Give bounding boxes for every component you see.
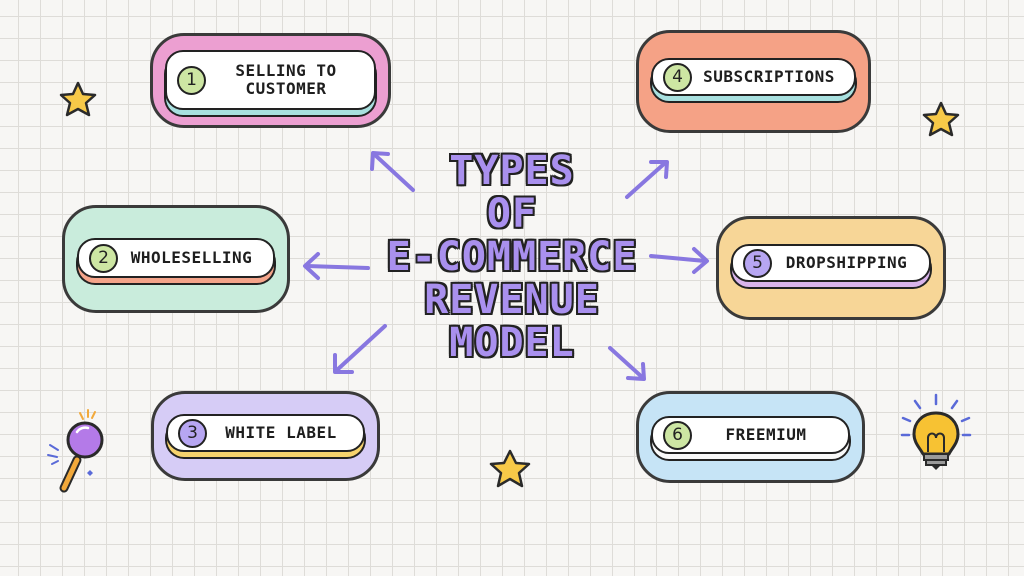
lightbulb-icon [900, 393, 972, 470]
step-number-badge: 1 [177, 65, 206, 95]
model-label-pill: 6 FREEMIUM [651, 416, 850, 454]
model-label: DROPSHIPPING [785, 253, 908, 272]
star-icon [489, 449, 531, 488]
title-line: MODEL [449, 320, 575, 366]
model-card-5: 5 DROPSHIPPING [716, 216, 946, 320]
arrow-to-model-1 [373, 153, 415, 192]
magnifier-icon [47, 409, 104, 493]
step-number-badge: 5 [743, 248, 772, 278]
model-label-pill: 5 DROPSHIPPING [731, 244, 931, 282]
title-line: REVENUE [424, 277, 600, 323]
model-label: WHITE LABEL [225, 423, 337, 442]
model-card-4: 4 SUBSCRIPTIONS [636, 30, 871, 133]
title-line: TYPES [449, 148, 575, 194]
arrow-to-model-4 [625, 161, 667, 199]
model-label: WHOLESELLING [130, 248, 253, 267]
model-label: FREEMIUM [725, 425, 807, 444]
arrow-group [303, 151, 709, 381]
model-label-pill: 3 WHITE LABEL [166, 414, 365, 452]
model-card-3: 3 WHITE LABEL [151, 391, 380, 481]
step-number-badge: 2 [89, 243, 118, 273]
diagram-title: TYPES OF E-COMMERCE REVENUE MODEL [376, 150, 648, 365]
star-icon [922, 101, 960, 137]
model-label-pill: 4 SUBSCRIPTIONS [651, 58, 856, 96]
model-label: SUBSCRIPTIONS [703, 67, 835, 86]
model-card-6: 6 FREEMIUM [636, 391, 865, 483]
step-number-badge: 6 [663, 420, 692, 450]
title-line: OF [486, 191, 538, 237]
arrow-to-model-5 [649, 254, 707, 263]
model-label: SELLING TO CUSTOMER [235, 61, 337, 98]
step-number-badge: 3 [178, 418, 207, 448]
title-line: E-COMMERCE [386, 234, 638, 280]
star-icon [59, 81, 97, 117]
arrow-to-model-6 [608, 346, 644, 379]
model-label-pill: 1 SELLING TO CUSTOMER [165, 50, 376, 110]
arrow-to-model-3 [335, 324, 387, 372]
model-card-2: 2 WHOLESELLING [62, 205, 290, 313]
model-card-1: 1 SELLING TO CUSTOMER [150, 33, 391, 128]
step-number-badge: 4 [663, 62, 692, 92]
arrow-to-model-2 [305, 264, 370, 270]
model-label-pill: 2 WHOLESELLING [77, 238, 275, 278]
